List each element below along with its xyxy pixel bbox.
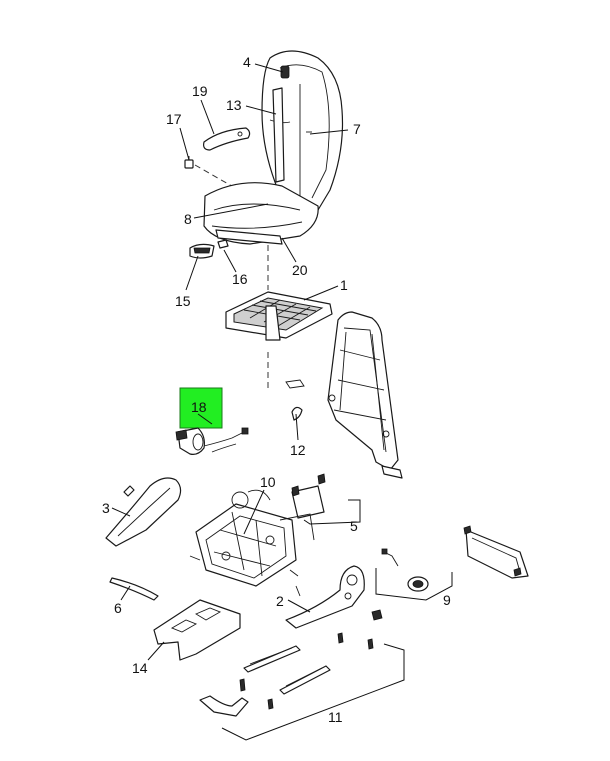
callout-19[interactable]: 19	[192, 83, 208, 99]
callout-15[interactable]: 15	[175, 293, 191, 309]
group-bracket-11	[221, 643, 405, 741]
seat-pan-part[interactable]	[225, 291, 333, 341]
handle-part-15[interactable]	[189, 243, 215, 259]
callout-4[interactable]: 4	[243, 54, 251, 70]
slide-rails-part-11[interactable]	[199, 632, 374, 717]
callout-17[interactable]: 17	[166, 111, 182, 127]
callout-6[interactable]: 6	[114, 600, 122, 616]
callout-13[interactable]: 13	[226, 97, 242, 113]
group-bracket-5	[303, 499, 361, 525]
bracket-part-5[interactable]	[279, 473, 326, 541]
leader-lines	[111, 63, 349, 661]
mounting-plate-part-14[interactable]	[153, 599, 241, 661]
bolt-part-17[interactable]	[184, 156, 194, 169]
seat-cushion-part[interactable]	[203, 182, 319, 245]
callout-10[interactable]: 10	[260, 474, 276, 490]
callout-16[interactable]: 16	[232, 271, 248, 287]
callout-3[interactable]: 3	[102, 500, 110, 516]
callout-12[interactable]: 12	[290, 442, 306, 458]
seat-back-part[interactable]	[261, 50, 344, 215]
side-shield-part-3[interactable]	[105, 477, 182, 547]
callout-5[interactable]: 5	[350, 518, 358, 534]
callout-7[interactable]: 7	[353, 121, 361, 137]
callout-9[interactable]: 9	[443, 592, 451, 608]
strap-part-6[interactable]	[109, 577, 159, 601]
armrest-part[interactable]	[203, 127, 251, 151]
clip-part-16[interactable]	[217, 239, 229, 249]
motor-part-18[interactable]	[175, 427, 249, 455]
callout-1[interactable]: 1	[340, 277, 348, 293]
knob-part-9[interactable]	[381, 548, 429, 592]
callout-11[interactable]: 11	[328, 709, 343, 725]
callout-14[interactable]: 14	[132, 660, 148, 676]
callout-20[interactable]: 20	[292, 262, 308, 278]
base-mechanism-part-10[interactable]	[189, 489, 301, 597]
group-bracket-9	[375, 568, 453, 601]
callout-labels: 1 2 3 4 5 6 7 8 9 10 11 12 13 14 15 16 1…	[102, 54, 451, 725]
highlight-box	[179, 387, 223, 429]
callout-2[interactable]: 2	[276, 593, 284, 609]
right-shield-part[interactable]	[463, 525, 529, 579]
lever-part-12[interactable]	[285, 379, 305, 421]
callout-18[interactable]: 18	[191, 399, 207, 415]
seat-back-frame-part[interactable]	[327, 311, 403, 479]
side-cover-part-2[interactable]	[285, 565, 383, 629]
callout-8[interactable]: 8	[184, 211, 192, 227]
